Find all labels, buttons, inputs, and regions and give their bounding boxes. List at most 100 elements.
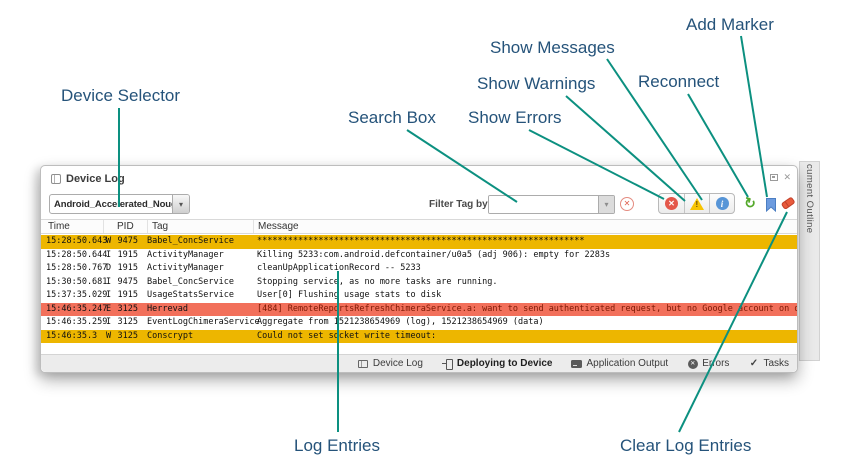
row-message: Aggregate from 1521238654969 (log), 1521…: [257, 317, 544, 327]
error-icon: ✕: [665, 197, 678, 210]
device-log-panel: Device Log ✕ Android_Accelerated_Nougat …: [40, 165, 798, 373]
check-icon: ✓: [749, 358, 759, 369]
row-message: Stopping service, as no more tasks are r…: [257, 276, 498, 287]
device-log-tab-icon: [358, 359, 369, 369]
annotation-clear-log-entries: Clear Log Entries: [620, 436, 752, 455]
tab-tasks[interactable]: ✓ Tasks: [748, 358, 789, 369]
annotation-show-messages: Show Messages: [490, 38, 615, 57]
row-time: 15:28:50.643: [46, 236, 108, 246]
show-errors-button[interactable]: ✕: [659, 194, 684, 213]
tab-label: Application Output: [586, 358, 669, 369]
bookmark-icon: [766, 198, 776, 212]
deploy-icon: [441, 358, 453, 370]
row-message: [484] RemoteReportsRefreshChimeraService…: [257, 303, 797, 314]
float-window-icon[interactable]: [770, 174, 779, 181]
tab-deploying-to-device[interactable]: Deploying to Device: [441, 358, 553, 370]
row-time: 15:37:35.029: [46, 290, 108, 300]
filter-tag-input[interactable]: [489, 196, 598, 213]
close-icon[interactable]: ✕: [783, 172, 791, 182]
terminal-icon: [571, 359, 583, 369]
row-message: ****************************************…: [257, 236, 585, 246]
column-time[interactable]: Time: [48, 221, 70, 232]
device-selector-dropdown[interactable]: Android_Accelerated_Nougat ▾: [49, 194, 190, 214]
column-tag[interactable]: Tag: [147, 220, 253, 233]
add-marker-button[interactable]: [763, 197, 779, 213]
row-tag: Conscrypt: [147, 330, 194, 341]
chevron-down-icon: ▾: [172, 195, 189, 213]
annotation-add-marker: Add Marker: [686, 15, 774, 34]
filter-tag-label: Filter Tag by:: [429, 199, 492, 210]
row-time: 15:46:35.247: [46, 303, 108, 314]
tab-label: Deploying to Device: [456, 358, 553, 369]
eraser-icon: [781, 197, 795, 210]
row-tag: Babel_ConcService: [147, 276, 234, 287]
annotation-show-warnings: Show Warnings: [477, 74, 596, 93]
tab-label: Tasks: [763, 358, 789, 369]
show-warnings-button[interactable]: !: [684, 194, 709, 213]
column-message[interactable]: Message: [253, 220, 797, 233]
tab-device-log[interactable]: Device Log: [358, 358, 423, 369]
column-pid[interactable]: PID: [103, 220, 147, 233]
clear-filter-icon[interactable]: ✕: [620, 197, 634, 211]
errors-tab-icon: ✕: [687, 358, 698, 369]
filter-tag-search-box[interactable]: ▾: [488, 195, 615, 214]
annotation-device-selector: Device Selector: [61, 86, 181, 105]
status-bar: Device Log Deploying to Device Applicati…: [41, 354, 797, 372]
row-time: 15:28:50.644: [46, 249, 108, 260]
log-level-toggle-group: ✕ ! i: [658, 193, 735, 214]
tab-label: Errors: [702, 358, 730, 369]
row-message: Could not set socket write timeout:: [257, 330, 437, 341]
window-controls: ✕: [770, 172, 791, 183]
annotation-search-box: Search Box: [348, 108, 436, 127]
annotation-reconnect: Reconnect: [638, 72, 720, 91]
clear-filter-x: ✕: [623, 199, 631, 208]
document-outline-side-tab[interactable]: cument Outline: [799, 161, 820, 361]
row-message: cleanUpApplicationRecord -- 5233: [257, 263, 421, 273]
row-message: Killing 5233:com.android.defcontainer/u0…: [257, 249, 611, 260]
row-time: 15:30:50.681: [46, 276, 108, 287]
reconnect-icon: ↻: [742, 193, 758, 212]
panel-title: Device Log: [51, 173, 125, 185]
reconnect-button[interactable]: ↻: [740, 193, 760, 213]
device-log-pad-icon: [51, 174, 61, 184]
info-icon: i: [715, 197, 729, 210]
warning-icon: !: [690, 197, 704, 210]
chevron-down-icon: ▾: [598, 196, 614, 213]
row-tag: UsageStatsService: [147, 290, 234, 300]
row-time: 15:28:50.767: [46, 263, 108, 273]
document-outline-label: cument Outline: [804, 164, 815, 234]
row-tag: ActivityManager: [147, 263, 224, 273]
tab-errors[interactable]: ✕ Errors: [687, 358, 729, 369]
row-tag: ActivityManager: [147, 249, 224, 260]
row-time: 15:46:35.259: [46, 317, 108, 327]
row-tag: Babel_ConcService: [147, 236, 234, 246]
device-selector-value: Android_Accelerated_Nougat: [54, 198, 173, 210]
row-message: User[0] Flushing usage stats to disk: [257, 290, 442, 300]
tab-application-output[interactable]: Application Output: [571, 358, 668, 369]
tab-label: Device Log: [372, 358, 423, 369]
row-tag: Herrevad: [147, 303, 188, 314]
show-messages-button[interactable]: i: [709, 194, 734, 213]
row-tag: EventLogChimeraService: [147, 317, 260, 327]
annotation-log-entries: Log Entries: [294, 436, 380, 455]
clear-log-button[interactable]: [780, 195, 796, 211]
log-column-header: Time PID Tag Message: [41, 219, 797, 234]
